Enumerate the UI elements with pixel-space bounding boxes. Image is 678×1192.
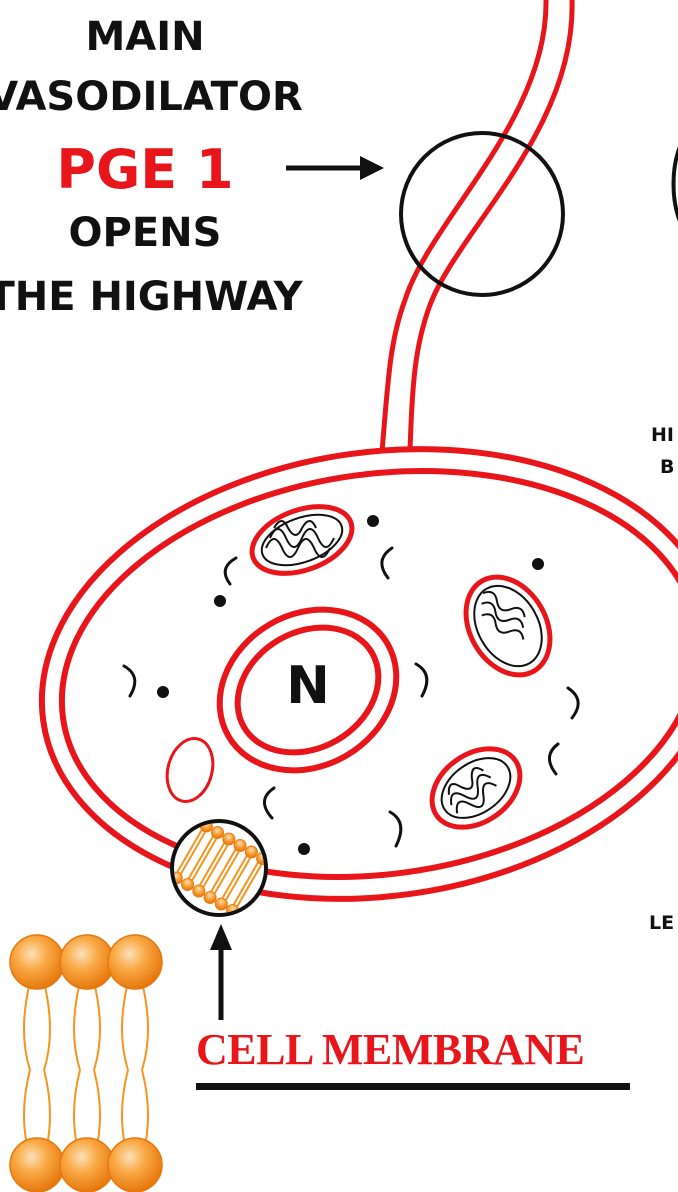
nucleus-label: N — [266, 656, 350, 716]
headline-line-5: THE HIGHWAY — [0, 274, 330, 320]
edge-label-upper-1: HI — [651, 424, 674, 446]
edge-label-lower: LE — [649, 912, 674, 934]
vessel-zoom-circle — [401, 133, 563, 295]
blood-vessel — [382, 0, 572, 452]
membrane-zoom — [168, 818, 271, 919]
edge-label-upper-2: B — [660, 456, 674, 478]
lipid-bilayer-detail — [10, 935, 162, 1192]
headline-line-1: MAIN — [40, 14, 250, 60]
mitochondrion — [417, 733, 535, 844]
pge1-arrow — [286, 156, 384, 180]
vesicle — [160, 733, 219, 806]
membrane-arrow — [210, 924, 232, 1020]
headline-line-4: OPENS — [40, 210, 250, 256]
mitochondrion — [243, 494, 361, 586]
edge-circle-partial — [674, 132, 678, 236]
cell-membrane-label: CELL MEMBRANE — [196, 1024, 636, 1075]
membrane-label-underline — [196, 1083, 630, 1090]
pge1-label: PGE 1 — [30, 138, 260, 201]
headline-line-2: VASODILATOR — [0, 74, 320, 120]
mitochondrion — [449, 562, 567, 690]
